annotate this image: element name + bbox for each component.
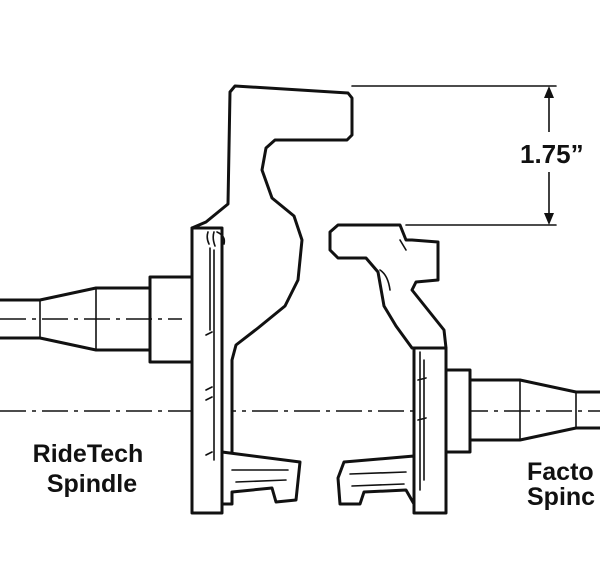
ridetech-spindle [0,84,354,515]
factory-plate-detail [417,351,427,491]
ridetech-caliper-bracket [220,450,302,506]
factory-spindle [328,223,600,515]
factory-label-line-1: Facto [527,458,594,486]
ridetech-label-line-1: RideTech [33,440,144,468]
factory-bracket-detail [349,471,407,487]
ridetech-plate-ticks [205,331,213,456]
height-dimension: 1.75” [351,85,600,226]
dimension-label-bg [510,132,600,172]
factory-upright [328,223,448,350]
ridetech-upright [190,84,354,458]
ridetech-steering-plate [190,226,224,515]
dimension-label: 1.75” [520,139,584,169]
dimension-arrow-top [544,86,554,98]
ridetech-plate-detail [206,231,216,461]
factory-label-line-2: Spinc [527,483,595,511]
factory-upright-detail [379,239,407,291]
factory-axle-stub [468,378,600,442]
dimension-arrow-bottom [544,213,554,225]
factory-caliper-bracket [336,454,416,506]
ridetech-bracket-detail [231,469,289,483]
factory-steering-plate [412,346,448,515]
ridetech-plate-hook [216,231,226,245]
factory-hub [444,368,472,454]
ridetech-label-line-2: Spindle [47,470,137,498]
